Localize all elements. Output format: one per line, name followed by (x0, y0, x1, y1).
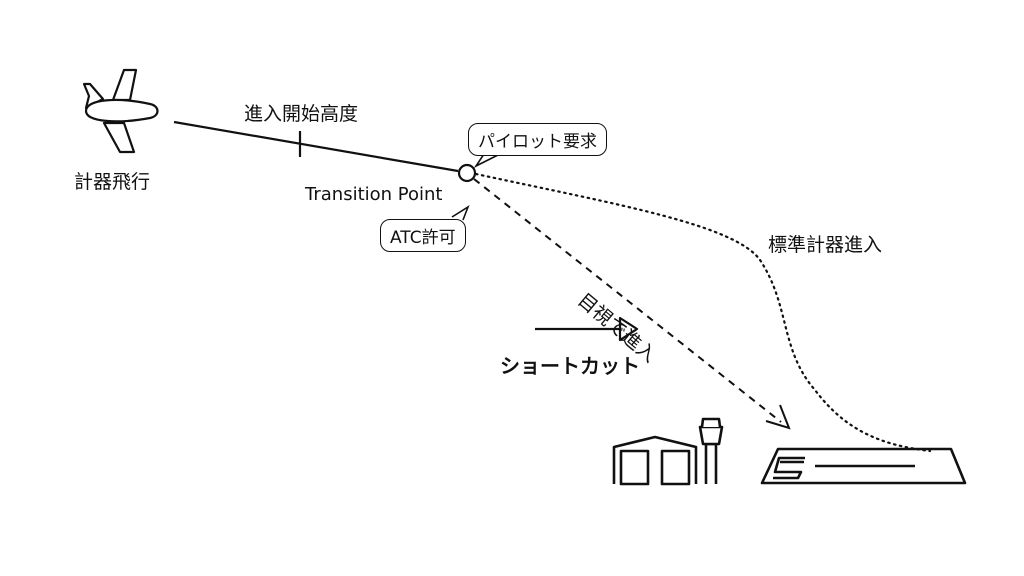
atc-clearance-bubble-tail (451, 205, 470, 221)
hangar-icon (612, 435, 698, 486)
standard-instrument-approach-label: 標準計器進入 (768, 234, 883, 256)
control-tower-icon (698, 417, 724, 484)
approach-path-line (173, 120, 459, 173)
transition-point-label: Transition Point (305, 184, 443, 205)
visual-approach-arrowhead (765, 404, 791, 430)
instrument-flight-label: 計器飛行 (74, 171, 151, 193)
atc-clearance-bubble: ATC許可 (380, 219, 466, 252)
visual-approach-path (473, 178, 782, 423)
pilot-request-bubble: パイロット要求 (468, 123, 607, 156)
transition-point-marker (457, 163, 477, 183)
shortcut-arrow (535, 316, 639, 342)
shortcut-label: ショートカット (500, 354, 640, 378)
airplane-icon (82, 68, 159, 154)
runway-icon (760, 447, 967, 485)
approach-start-altitude-label: 進入開始高度 (244, 103, 359, 125)
standard-approach-path (474, 172, 932, 453)
